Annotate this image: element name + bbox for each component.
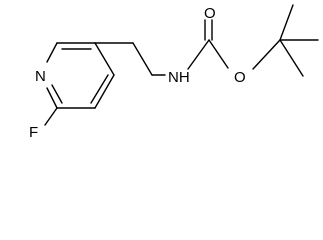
bond-o-cq [252, 39, 281, 70]
bond-cq-me1 [279, 4, 294, 41]
bond-c4-c5 [94, 74, 115, 109]
double-bond-c4-c5-inner [90, 74, 109, 104]
bond-c6-f [44, 107, 58, 126]
bond-nh-c [187, 39, 210, 70]
amide-nh-label: NH [168, 69, 190, 86]
pyridine-ring [46, 42, 115, 109]
carbonyl-oxygen-label: O [204, 5, 216, 22]
bond-c6-n1 [46, 87, 58, 109]
double-bond-c6-n1-inner [51, 84, 63, 104]
structure-diagram: N F NH O O [29, 4, 319, 137]
bond-ch2-ch2b [132, 42, 153, 76]
bond-cq-me3 [279, 39, 304, 77]
carbamate-chain [94, 4, 319, 77]
bond-n1-c2 [46, 42, 58, 63]
bond-c3-c4 [94, 42, 115, 76]
ring-nitrogen-label: N [35, 68, 46, 85]
bond-c-o-ester [208, 39, 229, 69]
ester-oxygen-label: O [234, 69, 246, 86]
fluorine-label: F [29, 124, 38, 137]
